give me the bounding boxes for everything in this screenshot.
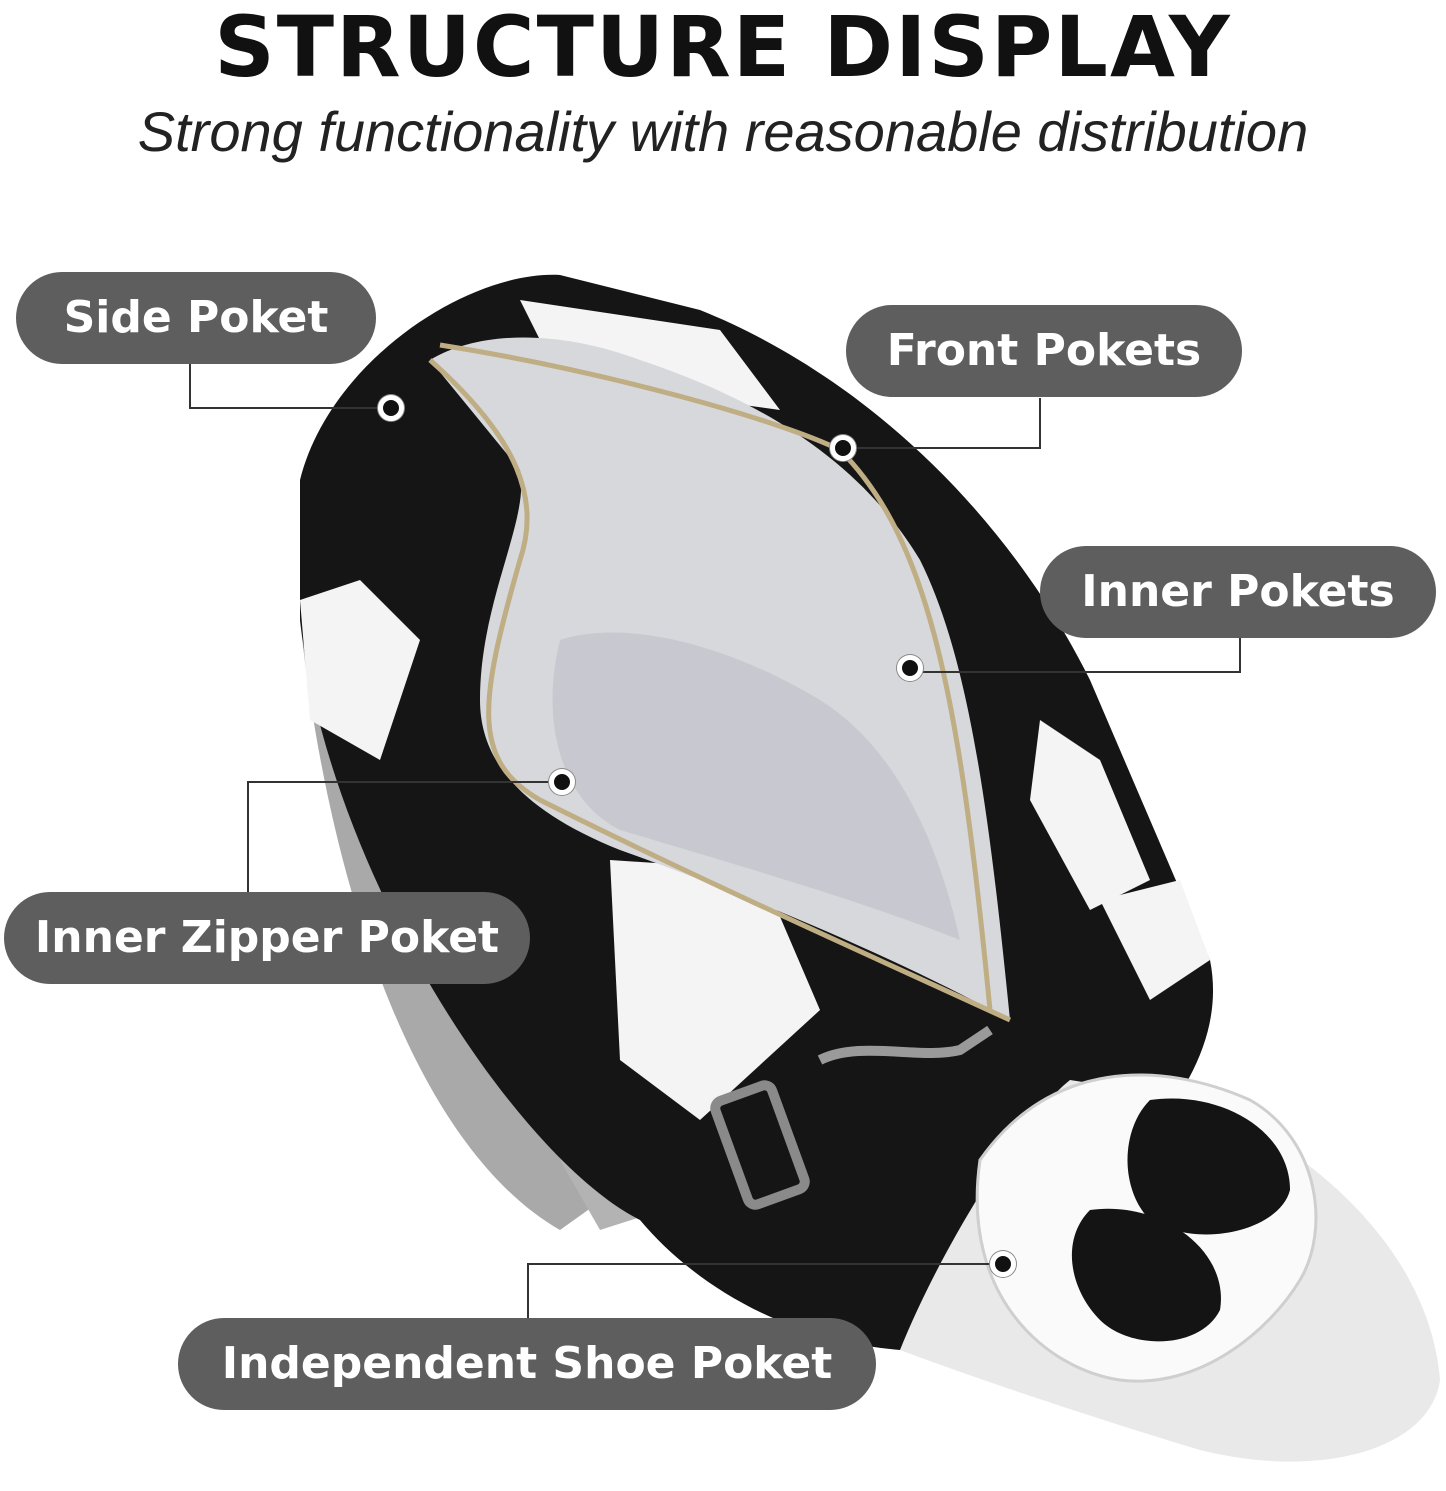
leader-line-front (843, 398, 1041, 449)
page-subtitle: Strong functionality with reasonable dis… (137, 100, 1309, 163)
callout-side-poket: Side Poket (16, 272, 376, 364)
ball-panel-white (610, 860, 820, 1120)
strap-buckle (710, 1080, 810, 1210)
callout-inner-pokets: Inner Pokets (1040, 546, 1436, 638)
leader-line-shoe (527, 1263, 1003, 1318)
leader-line-inner (910, 638, 1241, 673)
callout-independent-shoe-poket: Independent Shoe Poket (178, 1318, 876, 1410)
page-title: STRUCTURE DISPLAY (214, 0, 1232, 96)
marker-side-poket (378, 395, 404, 421)
ball-panel-white (300, 580, 420, 760)
bag-lining-shadow (552, 632, 960, 940)
marker-shoe-poket (990, 1251, 1016, 1277)
ball-panel-white (1030, 720, 1150, 910)
marker-inner-pokets (897, 655, 923, 681)
callout-inner-zipper-poket: Inner Zipper Poket (4, 892, 530, 984)
zipper-right (439, 342, 993, 1011)
callout-front-pokets: Front Pokets (846, 305, 1242, 397)
zipper-left (428, 358, 1012, 1023)
snap-hook (817, 1025, 993, 1065)
marker-front-pokets (830, 435, 856, 461)
marker-inner-zipper-poket (549, 769, 575, 795)
sneaker-opening (1127, 1098, 1290, 1235)
sneaker-opening (1071, 1208, 1221, 1342)
ball-panel-white (1100, 880, 1210, 1000)
leader-line-side (189, 362, 388, 409)
leader-line-zipper (247, 781, 562, 892)
